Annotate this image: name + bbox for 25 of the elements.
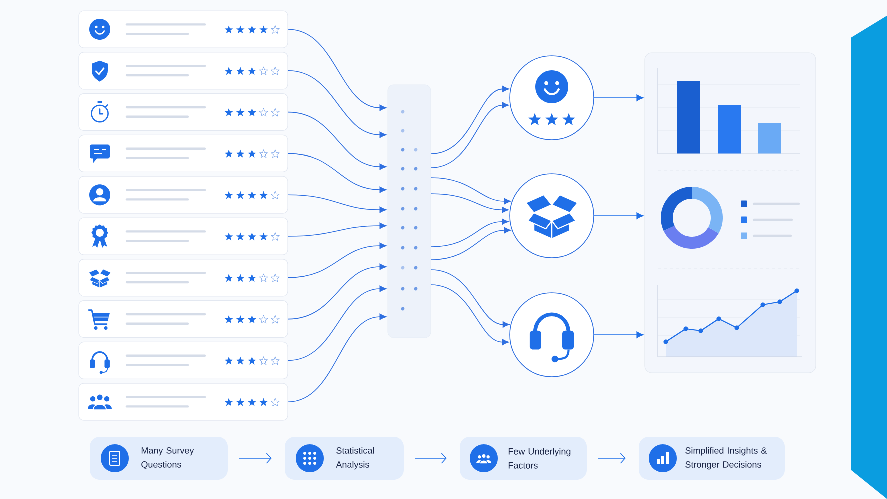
curved-arrow [288, 286, 387, 362]
side-band [851, 16, 887, 499]
curved-arrow [430, 270, 510, 328]
curved-arrow [288, 242, 387, 278]
curved-arrow [430, 102, 510, 168]
curved-arrow [288, 264, 387, 320]
arrow [594, 94, 644, 102]
curved-arrow [430, 284, 510, 346]
arrow [594, 212, 644, 220]
arrow [238, 453, 272, 464]
curved-arrow [288, 112, 387, 170]
curved-arrow [288, 70, 387, 138]
curved-arrow [430, 194, 509, 214]
arrow [414, 453, 447, 464]
curved-arrow [288, 314, 387, 402]
curved-arrow [430, 86, 510, 154]
curved-arrow [430, 227, 512, 260]
curved-arrow [288, 153, 387, 194]
curved-arrow [430, 218, 509, 248]
curved-arrow [288, 194, 387, 214]
arrow [598, 453, 626, 464]
curved-arrow [430, 178, 512, 205]
arrow [594, 332, 644, 338]
curved-arrow [288, 29, 387, 112]
curved-arrow [288, 222, 387, 237]
